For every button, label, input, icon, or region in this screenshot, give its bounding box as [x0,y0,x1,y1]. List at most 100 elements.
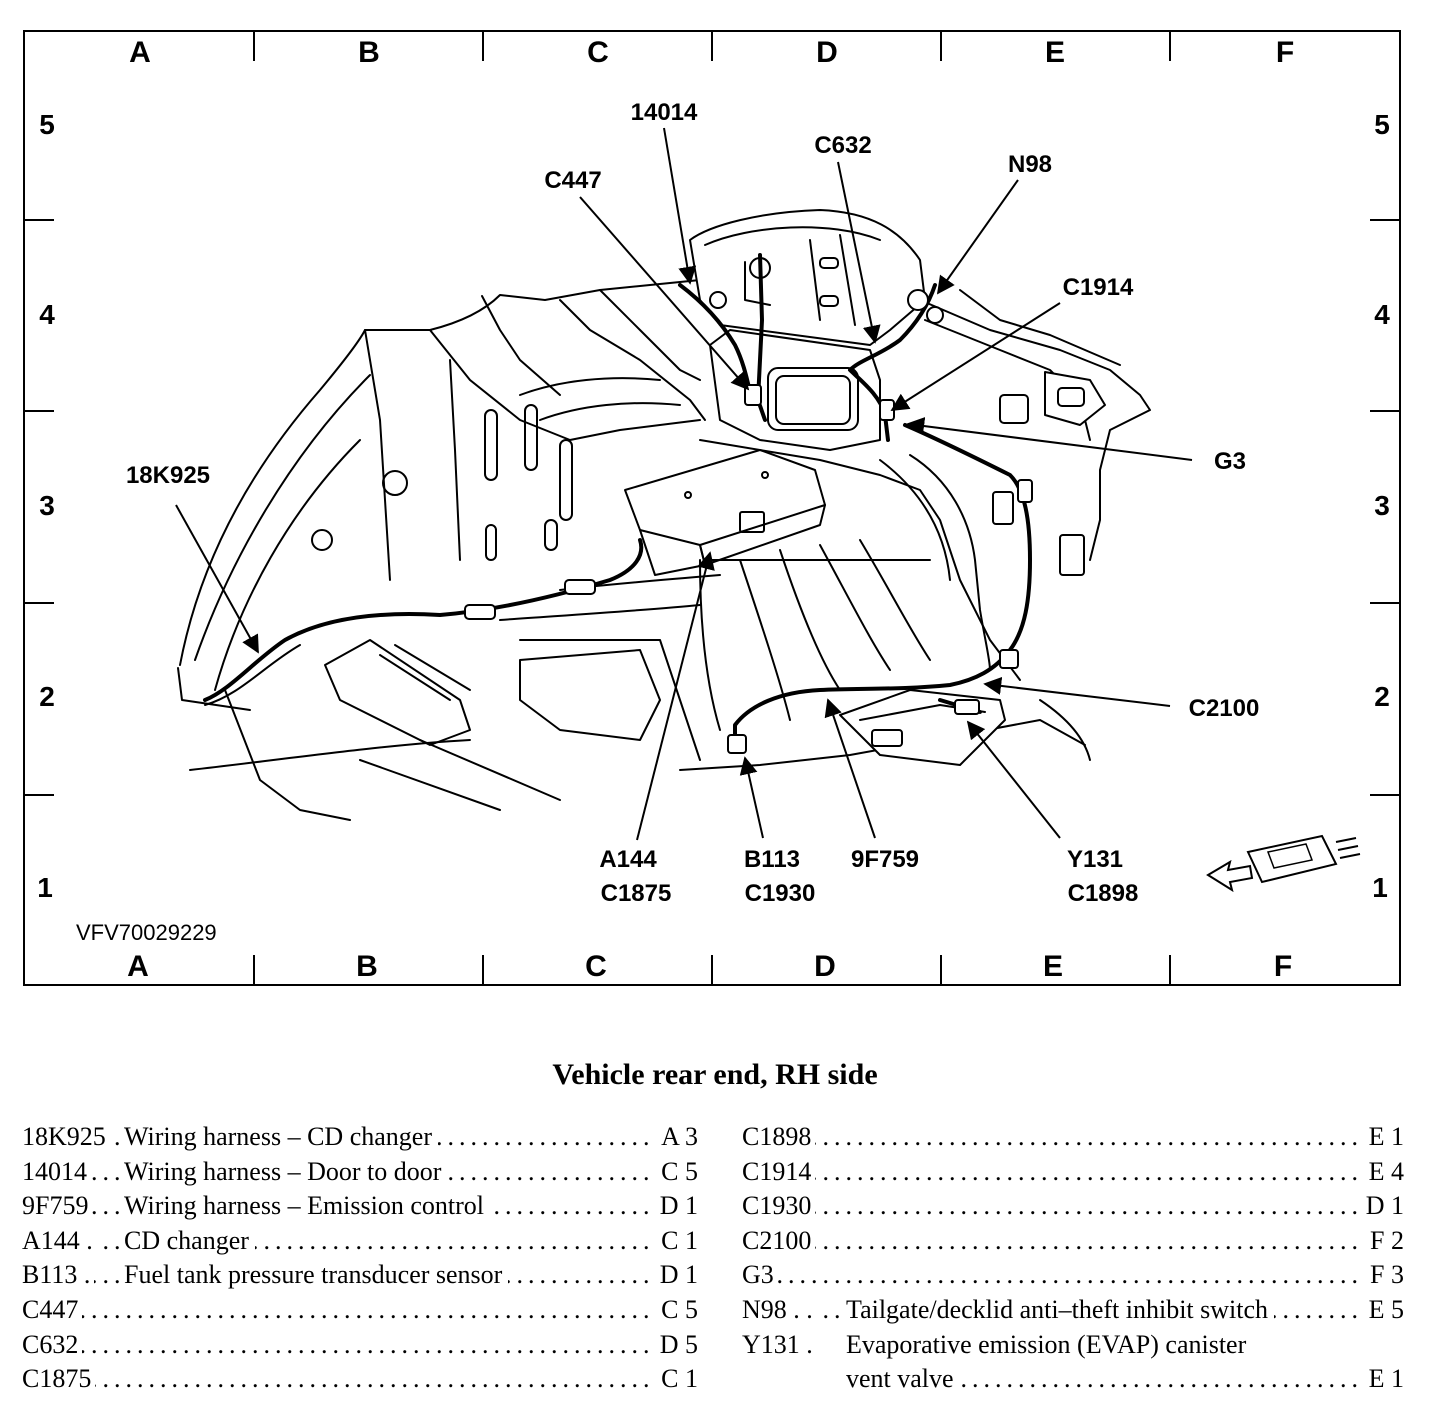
callout-c1914: C1914 [1063,274,1134,301]
grid-row-left-4: 4 [39,299,55,330]
leader-dots: ........................................… [742,1122,1404,1151]
legend-description: Wiring harness – Emission control [124,1189,491,1224]
callout-c2100: C2100 [1189,695,1260,722]
legend-code: B113 . [22,1258,95,1293]
grid-col-top-d: D [816,36,838,69]
legend-grid-location: E 4 [1362,1154,1404,1190]
legend-code: A144 . [22,1223,97,1259]
grid-row-left-3: 3 [39,490,55,521]
legend-code: 14014 [22,1154,91,1190]
legend-description: Fuel tank pressure transducer sensor [124,1258,509,1293]
indent-spacer [742,1362,846,1397]
grid-row-left-5: 5 [39,109,55,140]
legend-grid-location: C 1 [655,1223,698,1259]
grid-row-right-4: 4 [1374,299,1390,330]
grid-ticks [24,31,1400,985]
grid-row-left-2: 2 [39,681,55,712]
callout-c1898: C1898 [1068,880,1139,907]
grid-col-top-a: A [129,36,151,69]
legend-row: ........................................… [22,1223,698,1259]
legend-right-column: ........................................… [742,1120,1404,1397]
grid-col-bottom-d: D [814,950,836,983]
legend-grid-location: F 3 [1364,1258,1404,1293]
legend-grid-location: C 1 [655,1362,698,1397]
grid-col-bottom-b: B [356,950,378,983]
grid-col-top-c: C [587,36,609,69]
legend-row: ........................................… [22,1120,698,1155]
callout-c1930: C1930 [745,880,816,907]
legend-grid-location: E 1 [1362,1120,1404,1155]
callout-c632: C632 [814,132,871,159]
vehicle-orientation-icon [1206,834,1361,893]
legend-code: C1914 [742,1154,816,1190]
legend-code: G3 [742,1258,778,1293]
leader-dots: ........................................… [742,1260,1404,1290]
vehicle-body-illustration [177,209,1151,821]
diagram-caption: Vehicle rear end, RH side [552,1058,878,1091]
legend-row: ........................................… [742,1154,1404,1190]
leader-dots: ........................................… [742,1156,1404,1186]
legend-row: ........................................… [742,1189,1404,1224]
legend-description: Tailgate/decklid anti–theft inhibit swit… [846,1292,1275,1328]
legend-row-continuation: ........................................… [742,1362,1404,1397]
legend-grid-location: C 5 [655,1154,698,1190]
legend-grid-location: F 2 [1364,1223,1404,1259]
legend-grid-location: D 5 [653,1327,698,1363]
leader-dots: ........................................… [22,1364,698,1394]
legend-row: ........................................… [22,1292,698,1328]
legend-row: ........................................… [742,1327,1404,1363]
wiring-harnesses [203,253,1033,754]
callout-n98: N98 [1008,151,1052,178]
grid-row-left-1: 1 [37,872,53,903]
grid-col-bottom-c: C [585,950,607,983]
callout-g3: G3 [1214,448,1246,475]
legend-row: ........................................… [742,1223,1404,1259]
legend-grid-location: D 1 [1359,1189,1404,1224]
grid-col-top-b: B [358,36,380,69]
legend-code: C1875 [22,1362,96,1397]
legend-row: ........................................… [22,1189,698,1224]
leader-dots: ........................................… [22,1329,698,1359]
legend-grid-location: E 5 [1362,1292,1404,1328]
legend-grid-location: D 1 [653,1258,698,1293]
legend-row: ........................................… [742,1292,1404,1328]
legend-row: ........................................… [22,1154,698,1190]
callout-c1875: C1875 [601,880,672,907]
legend-description: Evaporative emission (EVAP) canister [846,1327,1253,1363]
callout-leaders [175,127,1193,841]
legend-code: 18K925 [22,1120,110,1155]
leader-dots: ........................................… [742,1225,1404,1255]
legend-row: ........................................… [742,1258,1404,1293]
figure-id: VFV70029229 [76,920,217,945]
legend-grid-location: C 5 [655,1292,698,1328]
callout-9f759: 9F759 [851,846,919,873]
grid-col-bottom-a: A [127,950,149,983]
callout-y131: Y131 [1067,846,1123,873]
legend-grid-location: E 1 [1362,1362,1404,1397]
grid-row-right-1: 1 [1372,872,1388,903]
legend-code: Y131 . [742,1327,817,1363]
legend-row: ........................................… [22,1258,698,1293]
legend-code: C632 [22,1327,83,1363]
legend-grid-location: A 3 [655,1120,698,1155]
legend-code: N98 . . [742,1292,817,1328]
legend-code: C447 [22,1292,83,1328]
callout-b113: B113 [744,846,800,873]
callout-14014: 14014 [631,99,698,126]
legend-code: 9F759 [22,1189,93,1224]
leader-dots: ........................................… [22,1294,698,1324]
legend-row: ........................................… [22,1327,698,1363]
legend-left-column: ........................................… [22,1120,698,1397]
legend-description: Wiring harness – Door to door [124,1154,448,1190]
callout-c447: C447 [544,167,601,194]
legend-code: C2100 [742,1223,816,1259]
legend-description: vent valve [846,1362,960,1397]
legend-grid-location: D 1 [653,1189,698,1224]
legend-code: C1898 [742,1120,816,1155]
leader-dots: ........................................… [742,1191,1404,1221]
callout-18k925: 18K925 [126,462,210,489]
grid-col-bottom-e: E [1043,950,1063,983]
grid-row-right-3: 3 [1374,490,1390,521]
grid-col-bottom-f: F [1274,950,1292,983]
legend-description: CD changer [124,1223,255,1259]
